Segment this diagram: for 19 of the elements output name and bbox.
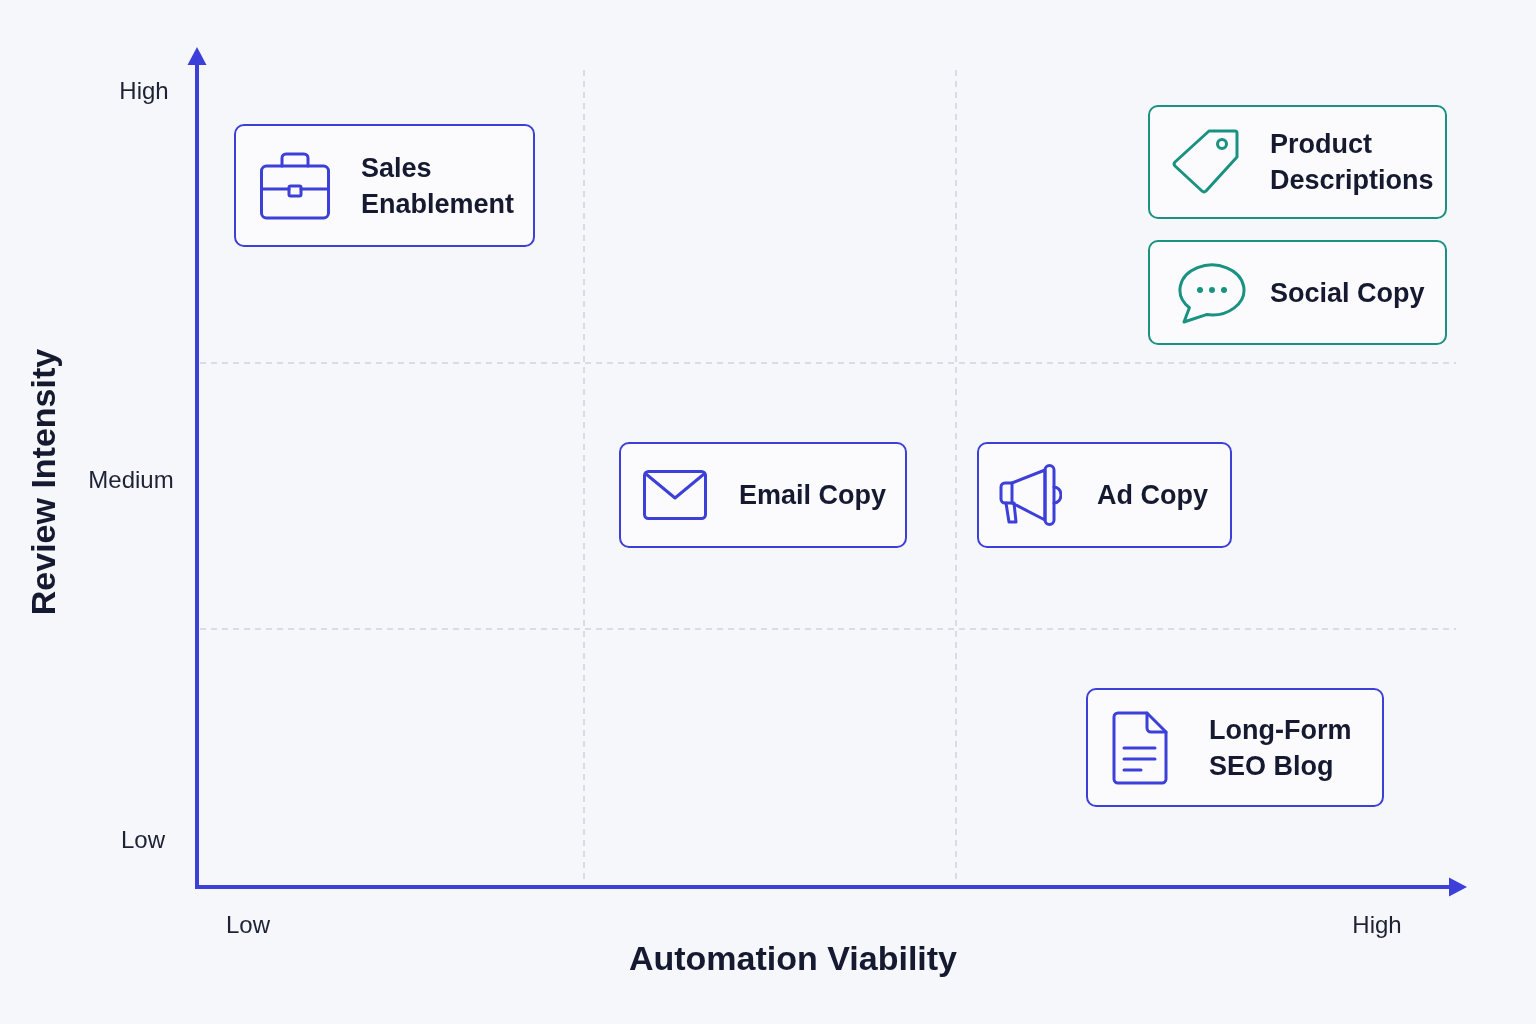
content-card	[1086, 688, 1384, 807]
content-card	[1148, 105, 1447, 219]
axis-tick-label: Medium	[88, 468, 174, 492]
card-title: Product Descriptions	[1270, 128, 1435, 197]
content-card	[977, 442, 1232, 548]
card-title: Email Copy	[739, 479, 887, 512]
card-title: Social Copy	[1270, 276, 1425, 310]
axis-tick-label: High	[1352, 913, 1402, 937]
card-title: Ad Copy	[1097, 479, 1208, 512]
axis-tick-label: High	[119, 79, 169, 103]
axis-tick-label: Low	[121, 828, 165, 852]
card-title: Long-Form SEO Blog	[1209, 713, 1353, 783]
content-card	[619, 442, 907, 548]
content-card	[1148, 240, 1447, 345]
axis-tick-label: Low	[226, 913, 270, 937]
card-title: Sales Enablement	[361, 151, 516, 221]
content-card	[234, 124, 535, 247]
axis-title: Automation Viability	[628, 941, 958, 975]
axis-title: Review Intensity	[26, 348, 60, 616]
